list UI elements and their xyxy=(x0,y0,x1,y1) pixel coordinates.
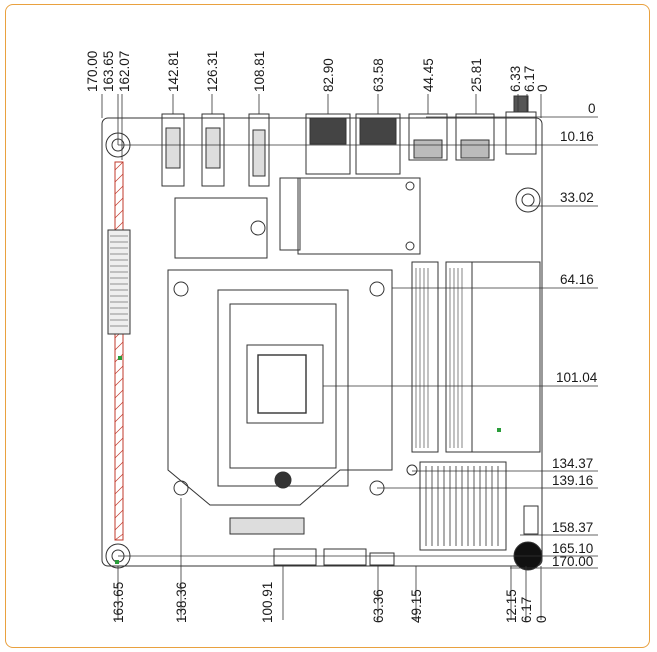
bottom-connectors xyxy=(229,517,395,566)
top-dim-label: 170.00 xyxy=(85,51,100,92)
right-dim-label: 101.04 xyxy=(556,370,598,385)
right-dim-label: 158.37 xyxy=(552,520,593,535)
top-dim-label: 142.81 xyxy=(166,51,181,92)
green-markers xyxy=(115,356,501,564)
top-dim-label: 0 xyxy=(535,84,550,92)
top-dim-label: 44.45 xyxy=(421,58,436,92)
top-dim-label: 82.90 xyxy=(321,58,336,92)
dimm-slots xyxy=(411,261,541,453)
bottom-dim-label: 12.15 xyxy=(504,589,519,623)
bottom-dim-label: 6.17 xyxy=(519,597,534,623)
mounting-holes xyxy=(105,132,543,571)
right-dimension-lines xyxy=(118,116,598,569)
right-dimension-labels: 0 10.16 33.02 64.16 101.04 134.37 139.16… xyxy=(552,101,598,569)
top-dim-label: 163.65 xyxy=(101,51,116,92)
bottom-dim-label: 0 xyxy=(534,615,549,623)
top-dim-label: 108.81 xyxy=(252,51,267,92)
right-dim-label: 64.16 xyxy=(560,272,594,287)
top-dim-label: 6.33 xyxy=(508,66,523,92)
right-dim-label: 134.37 xyxy=(552,456,593,471)
bottom-dim-label: 163.65 xyxy=(111,582,126,623)
bottom-dim-label: 49.15 xyxy=(409,589,424,623)
diagram-frame xyxy=(5,4,650,648)
right-dim-label: 139.16 xyxy=(552,473,593,488)
cpu-socket xyxy=(167,269,393,506)
top-dimension-labels: 170.00 163.65 162.07 142.81 126.31 108.8… xyxy=(85,51,550,92)
chipset-heatsink xyxy=(406,461,539,551)
right-dim-label: 170.00 xyxy=(552,554,593,569)
bottom-dim-label: 100.91 xyxy=(260,582,275,623)
top-dim-label: 162.07 xyxy=(117,51,132,92)
top-dim-label: 126.31 xyxy=(205,51,220,92)
left-edge-hatch xyxy=(114,161,124,541)
bottom-dim-label: 63.36 xyxy=(371,589,386,623)
bottom-dim-label: 138.36 xyxy=(174,582,189,623)
right-dim-label: 33.02 xyxy=(560,190,594,205)
right-dim-label: 0 xyxy=(588,101,596,116)
bottom-dimension-labels: 163.65 138.36 100.91 63.36 49.15 12.15 6… xyxy=(111,582,549,623)
right-dim-label: 10.16 xyxy=(560,129,594,144)
right-dim-label: 165.10 xyxy=(552,541,593,556)
top-io-connectors xyxy=(161,95,537,187)
top-dim-label: 25.81 xyxy=(469,58,484,92)
left-pin-header xyxy=(107,229,131,335)
top-dim-label: 63.58 xyxy=(371,58,386,92)
m2-slots xyxy=(174,177,421,259)
vertical-dimension-lines xyxy=(101,94,542,620)
top-dim-label: 6.17 xyxy=(522,66,537,92)
